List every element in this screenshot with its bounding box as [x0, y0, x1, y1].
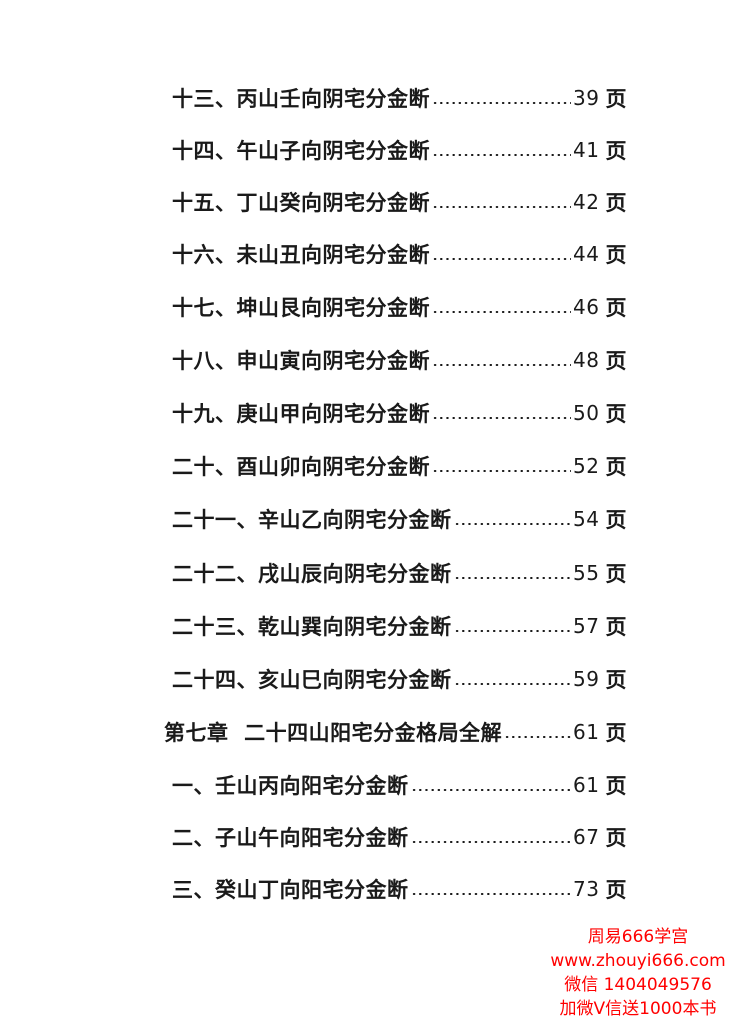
toc-entry-unit: 页 [605, 454, 627, 479]
toc-entry-unit: 页 [605, 614, 627, 639]
toc-entry-title: 二十一、辛山乙向阴宅分金断 [172, 507, 452, 532]
toc-entry-title: 十六、未山丑向阴宅分金断 [172, 242, 430, 267]
toc-entry-unit: 页 [605, 401, 627, 426]
toc-chapter-entry: 第七章 二十四山阳宅分金格局全解 61 页 [164, 716, 627, 748]
toc-dot-leader [453, 630, 572, 632]
toc-entry: 二十一、辛山乙向阴宅分金断 54 页 [172, 503, 627, 535]
toc-dot-leader [432, 258, 572, 260]
toc-entry-title: 十七、坤山艮向阴宅分金断 [172, 295, 430, 320]
toc-entry-unit: 页 [605, 773, 627, 798]
toc-entry: 十八、申山寅向阴宅分金断 48 页 [172, 344, 627, 376]
toc-entry-page: 41 [573, 138, 600, 162]
toc-entry-title: 二十、酉山卯向阴宅分金断 [172, 454, 430, 479]
toc-entry-title: 十九、庚山甲向阴宅分金断 [172, 401, 430, 426]
toc-entry-unit: 页 [605, 348, 627, 373]
toc-entry-page: 57 [573, 614, 600, 638]
toc-entry-page: 52 [573, 454, 600, 478]
watermark-wechat: 微信 1404049576 [564, 975, 712, 995]
toc-entry-unit: 页 [605, 720, 627, 745]
toc-entry-title: 十三、丙山壬向阴宅分金断 [172, 86, 430, 111]
toc-dot-leader [410, 789, 572, 791]
toc-entry: 二、子山午向阳宅分金断 67 页 [172, 821, 627, 853]
toc-entry-page: 54 [573, 507, 600, 531]
toc-dot-leader [432, 154, 572, 156]
toc-entry-page: 61 [573, 720, 600, 744]
toc-entry: 十六、未山丑向阴宅分金断 44 页 [172, 238, 627, 270]
toc-dot-leader [432, 470, 572, 472]
toc-entry-page: 59 [573, 667, 600, 691]
toc-entry-title: 二十三、乾山巽向阴宅分金断 [172, 614, 452, 639]
toc-entry: 十四、午山子向阴宅分金断 41 页 [172, 134, 627, 166]
toc-entry-unit: 页 [605, 561, 627, 586]
toc-entry-title: 二十二、戌山辰向阴宅分金断 [172, 561, 452, 586]
toc-entry-unit: 页 [605, 667, 627, 692]
toc-entry: 十七、坤山艮向阴宅分金断 46 页 [172, 291, 627, 323]
toc-entry-page: 61 [573, 773, 600, 797]
watermark-promo: 加微V信送1000本书 [559, 999, 717, 1019]
toc-entry-title: 二、子山午向阳宅分金断 [172, 825, 409, 850]
toc-entry-title: 三、癸山丁向阳宅分金断 [172, 877, 409, 902]
toc-dot-leader [453, 523, 572, 525]
toc-entry-title: 十八、申山寅向阴宅分金断 [172, 348, 430, 373]
toc-entry-page: 55 [573, 561, 600, 585]
toc-entry: 十九、庚山甲向阴宅分金断 50 页 [172, 397, 627, 429]
toc-entry: 二十四、亥山巳向阴宅分金断 59 页 [172, 663, 627, 695]
toc-entry-title: 一、壬山丙向阳宅分金断 [172, 773, 409, 798]
toc-dot-leader [432, 102, 572, 104]
toc-entry-page: 46 [573, 295, 600, 319]
toc-entry-unit: 页 [605, 295, 627, 320]
watermark: 周易666学宫 www.zhouyi666.com 微信 1404049576 … [533, 925, 743, 1021]
toc-dot-leader [453, 683, 572, 685]
toc-entry-unit: 页 [605, 877, 627, 902]
toc-entry: 十五、丁山癸向阴宅分金断 42 页 [172, 186, 627, 218]
watermark-title: 周易666学宫 [587, 927, 689, 947]
toc-entry-page: 48 [573, 348, 600, 372]
toc-entry-unit: 页 [605, 825, 627, 850]
toc-dot-leader [410, 893, 572, 895]
toc-entry-page: 42 [573, 190, 600, 214]
toc-entry: 二十二、戌山辰向阴宅分金断 55 页 [172, 557, 627, 589]
toc-entry: 十三、丙山壬向阴宅分金断 39 页 [172, 82, 627, 114]
toc-dot-leader [453, 577, 572, 579]
toc-entry: 二十三、乾山巽向阴宅分金断 57 页 [172, 610, 627, 642]
toc-entry-unit: 页 [605, 242, 627, 267]
toc-entry-unit: 页 [605, 86, 627, 111]
toc-entry-page: 67 [573, 825, 600, 849]
toc-entry-title: 十四、午山子向阴宅分金断 [172, 138, 430, 163]
toc-entry-page: 73 [573, 877, 600, 901]
toc-entry-title: 十五、丁山癸向阴宅分金断 [172, 190, 430, 215]
toc-entry-unit: 页 [605, 507, 627, 532]
toc-entry-title: 二十四、亥山巳向阴宅分金断 [172, 667, 452, 692]
toc-entry-page: 44 [573, 242, 600, 266]
toc-entry: 三、癸山丁向阳宅分金断 73 页 [172, 873, 627, 905]
toc-dot-leader [432, 364, 572, 366]
toc-entry: 二十、酉山卯向阴宅分金断 52 页 [172, 450, 627, 482]
toc-dot-leader [504, 736, 572, 738]
toc-dot-leader [432, 417, 572, 419]
toc-dot-leader [432, 206, 572, 208]
toc-entry-title: 第七章 二十四山阳宅分金格局全解 [164, 720, 503, 745]
toc-entry-unit: 页 [605, 190, 627, 215]
toc-entry: 一、壬山丙向阳宅分金断 61 页 [172, 769, 627, 801]
watermark-website: www.zhouyi666.com [550, 951, 726, 971]
toc-dot-leader [432, 311, 572, 313]
toc-entry-page: 39 [573, 86, 600, 110]
toc-entry-page: 50 [573, 401, 600, 425]
toc-entry-unit: 页 [605, 138, 627, 163]
toc-dot-leader [410, 841, 572, 843]
